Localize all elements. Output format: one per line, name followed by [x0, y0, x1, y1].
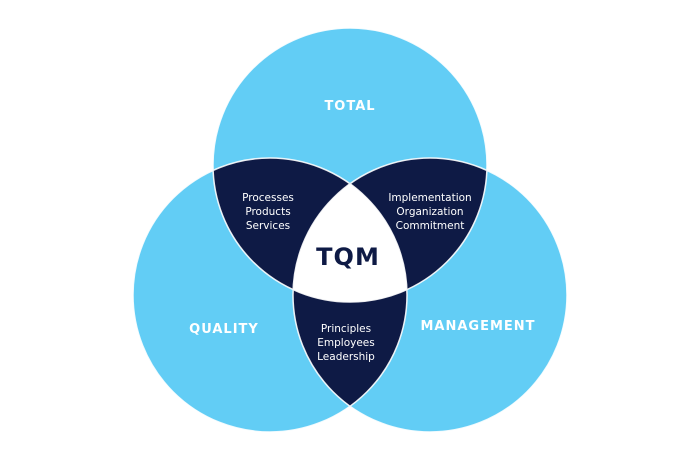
center-label: TQM [316, 243, 380, 271]
overlap-text: Processes [242, 192, 294, 204]
center-region [293, 158, 407, 302]
overlap-text: Organization [396, 206, 463, 218]
overlap-text: Commitment [396, 220, 465, 232]
label-total: TOTAL [324, 99, 375, 114]
overlap-text: Products [245, 206, 290, 218]
overlap-text: Employees [317, 337, 374, 349]
overlap-text: Implementation [388, 192, 471, 204]
overlap-text: Leadership [317, 351, 375, 363]
overlap-text: Services [246, 220, 290, 232]
label-quality: QUALITY [189, 322, 259, 337]
overlap-text: Principles [321, 323, 371, 335]
label-management: MANAGEMENT [420, 319, 535, 334]
